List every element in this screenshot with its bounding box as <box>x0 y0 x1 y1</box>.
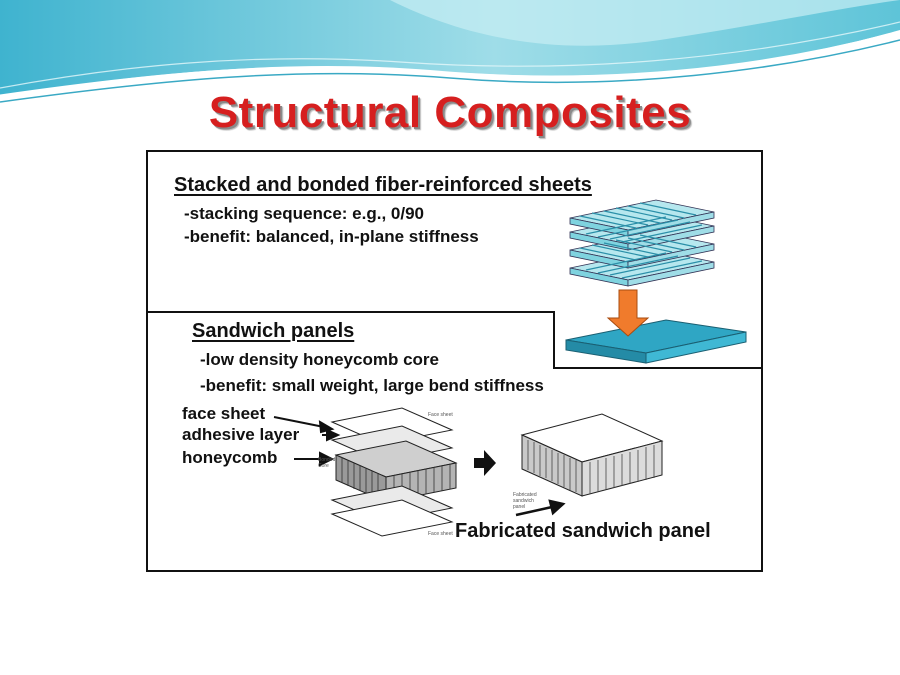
tiny-label: Core <box>318 463 329 469</box>
label-adhesive-layer: adhesive layer <box>182 425 300 444</box>
fabricated-arrow <box>515 499 566 517</box>
sandwich-exploded-illustration <box>330 407 458 537</box>
sandwich-heading: Sandwich panels <box>192 320 355 342</box>
section-divider <box>147 311 762 369</box>
stacked-bullet-1: -stacking sequence: e.g., 0/90 <box>184 204 424 223</box>
tiny-label: Bonded <box>318 457 336 463</box>
label-arrows <box>273 416 341 467</box>
fabricated-label: Fabricated sandwich panel <box>455 520 711 542</box>
label-face-sheet: face sheet <box>182 404 266 423</box>
stacked-bullet-2: -benefit: balanced, in-plane stiffness <box>184 227 479 246</box>
label-honeycomb: honeycomb <box>182 448 278 467</box>
header-wave-decoration <box>0 0 900 103</box>
tiny-label: Face sheet <box>428 531 453 537</box>
stacked-sheets-illustration <box>565 199 747 364</box>
fabricated-panel-illustration <box>520 413 664 497</box>
slide-title: Structural Composites <box>208 88 692 137</box>
fiber-sheet <box>569 199 715 237</box>
process-arrow <box>474 450 496 476</box>
tiny-label: Fabricated sandwich panel <box>513 492 537 510</box>
sandwich-bullet-1: -low density honeycomb core <box>200 350 439 369</box>
stacked-heading: Stacked and bonded fiber-reinforced shee… <box>174 174 592 196</box>
tiny-label: Face sheet <box>428 412 453 418</box>
composites-figure <box>146 150 763 572</box>
fiber-stripes <box>579 202 697 261</box>
sandwich-bullet-2: -benefit: small weight, large bend stiff… <box>200 376 544 395</box>
